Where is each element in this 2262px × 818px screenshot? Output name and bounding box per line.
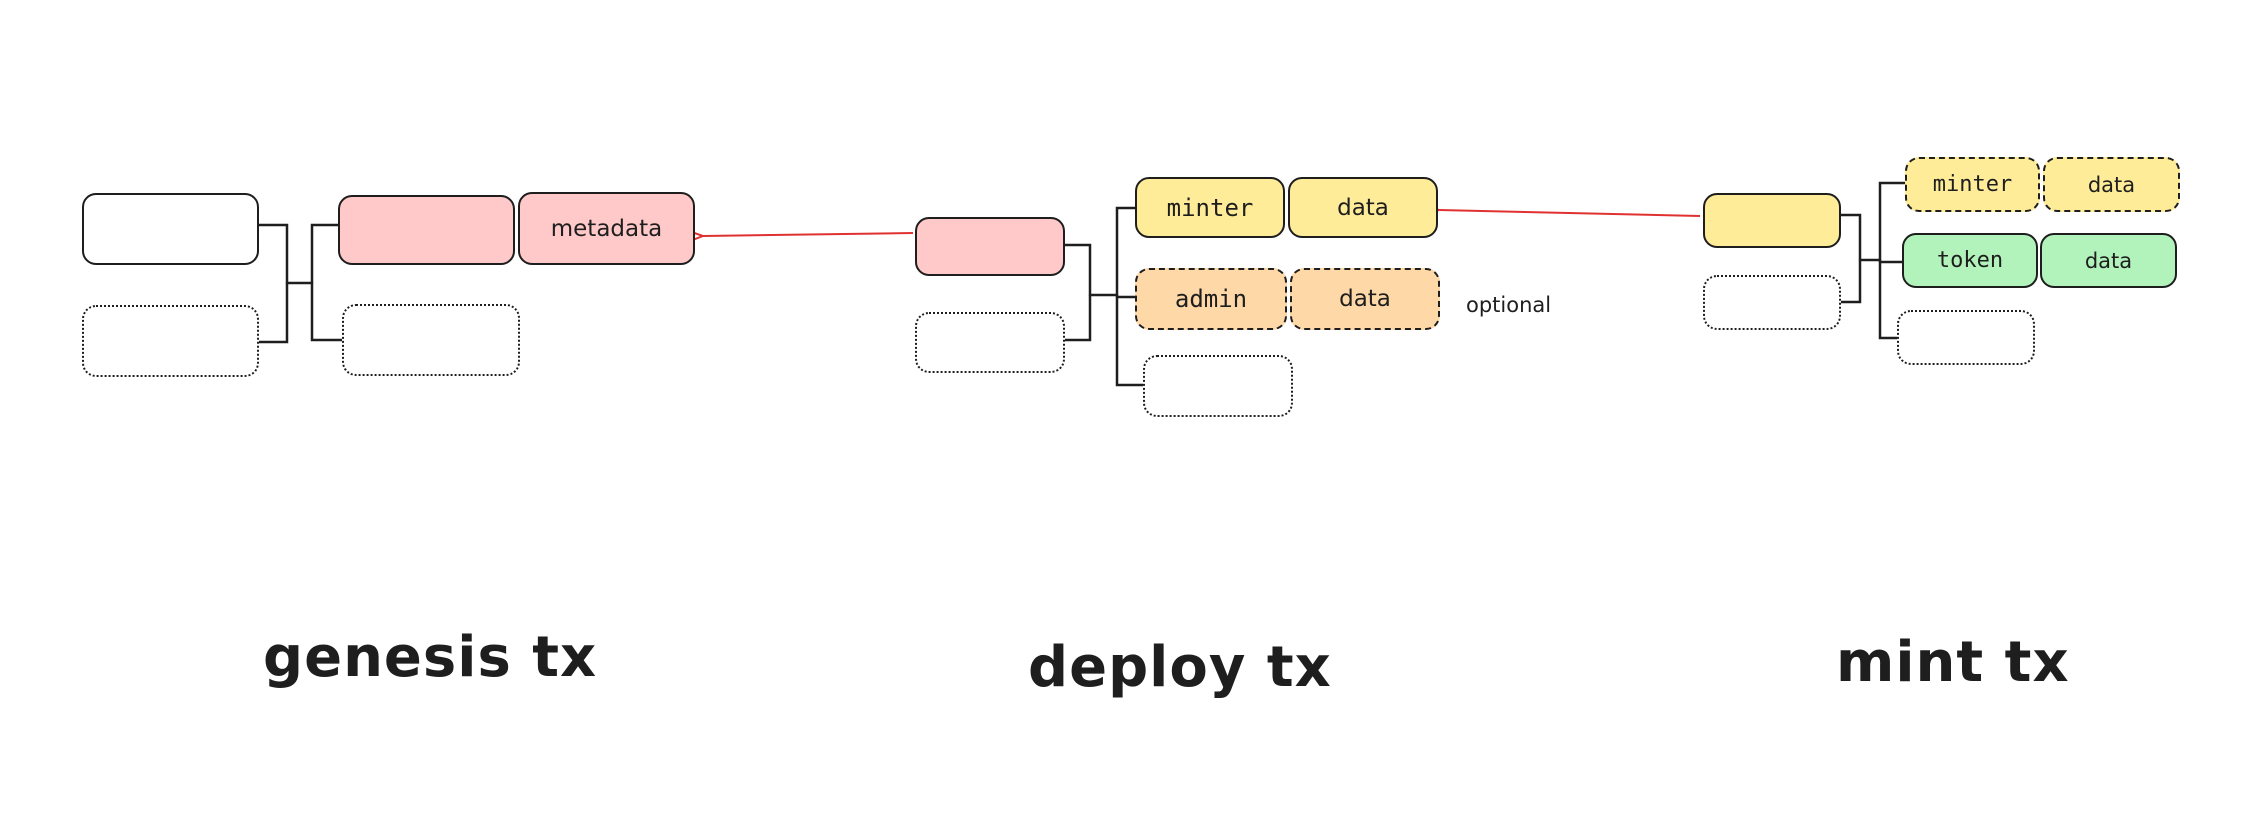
mint-to-deploy-arrow (1439, 210, 1701, 216)
deploy-tx-title: deploy tx (1028, 635, 1332, 700)
mint-tx-title: mint tx (1836, 630, 2070, 695)
metadata-label: metadata (550, 215, 663, 242)
deploy-minter-data-box: data (1288, 177, 1438, 238)
mint-minter-box: minter (1905, 157, 2040, 212)
mint-input-box (1703, 193, 1841, 248)
deploy-to-genesis-arrow (703, 233, 914, 236)
deploy-admin-data-box: data (1290, 268, 1440, 330)
deploy-admin-box: admin (1135, 268, 1287, 330)
mint-minter-data-label: data (2087, 172, 2136, 197)
genesis-input-box (82, 193, 259, 265)
mint-output-bracket (1878, 181, 1907, 340)
genesis-input-bracket (256, 223, 289, 344)
deploy-input-placeholder (915, 312, 1065, 373)
mint-output-placeholder (1897, 310, 2035, 365)
mint-token-label: token (1936, 248, 2004, 273)
deploy-output-placeholder (1143, 355, 1293, 417)
genesis-input-placeholder (82, 305, 259, 377)
deploy-admin-data-label: data (1339, 286, 1391, 312)
mint-token-data-box: data (2040, 233, 2177, 288)
deploy-admin-label: admin (1174, 285, 1248, 313)
genesis-output-placeholder (342, 304, 520, 376)
mint-minter-data-box: data (2043, 157, 2180, 212)
mint-input-placeholder (1703, 275, 1841, 330)
mint-token-box: token (1902, 233, 2038, 288)
deploy-minter-data-label: data (1337, 194, 1389, 221)
mint-minter-label: minter (1932, 172, 2013, 197)
mint-input-bracket (1839, 213, 1862, 304)
genesis-output-bracket (310, 223, 344, 342)
metadata-box: metadata (518, 192, 695, 265)
deploy-minter-box: minter (1135, 177, 1285, 238)
mint-token-data-label: data (2084, 248, 2133, 273)
deploy-minter-label: minter (1166, 193, 1254, 222)
deploy-input-bracket (1062, 243, 1092, 342)
genesis-output-box (338, 195, 515, 265)
genesis-tx-title: genesis tx (263, 625, 598, 690)
deploy-input-box (915, 217, 1065, 276)
optional-note: optional (1466, 293, 1552, 317)
